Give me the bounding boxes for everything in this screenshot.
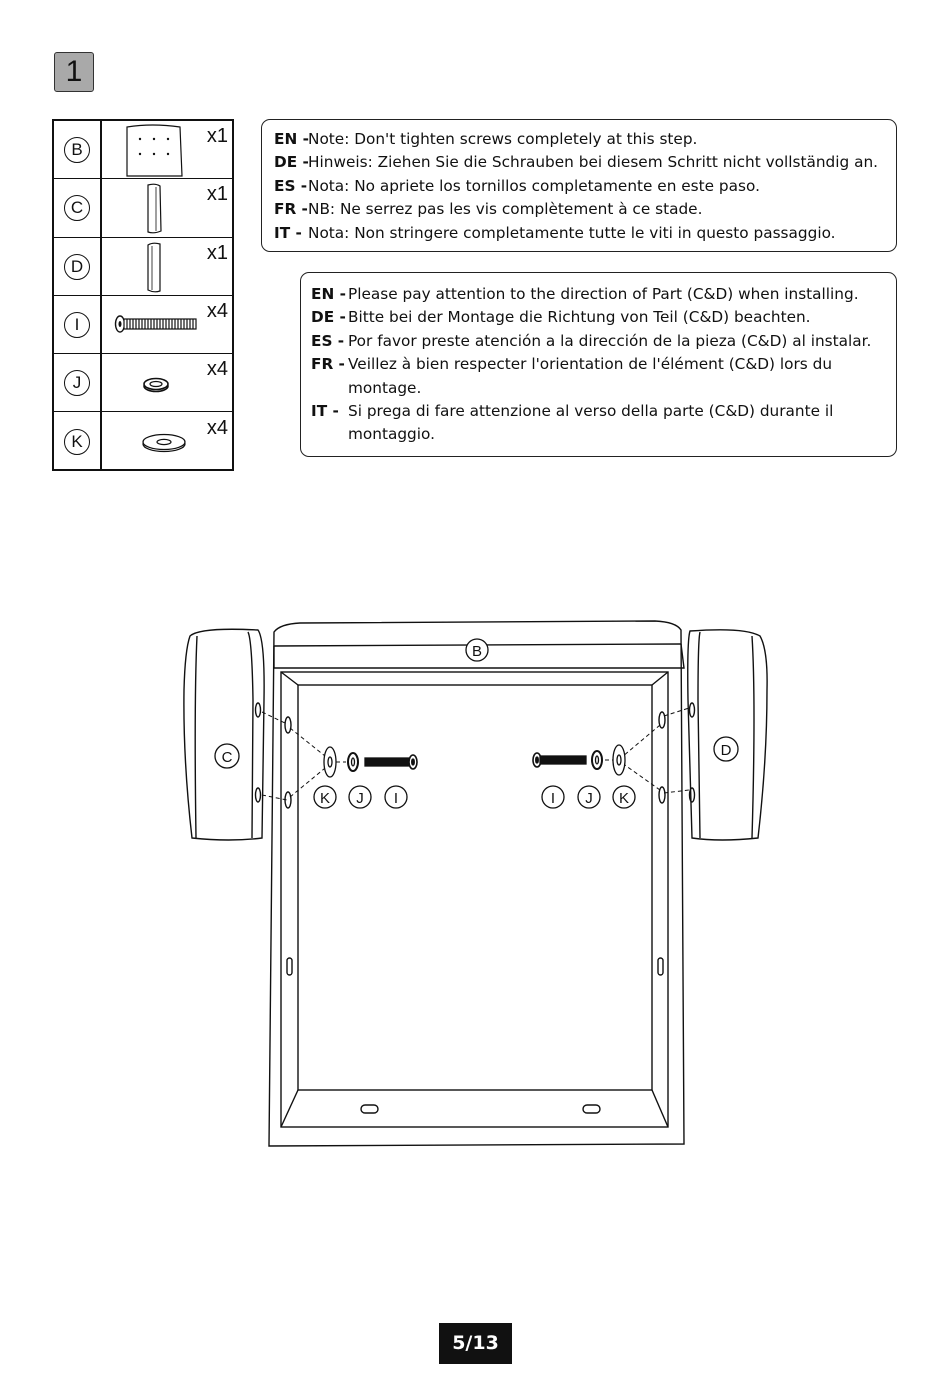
spring-washer-icon <box>143 377 169 393</box>
page-number: 5/13 <box>439 1323 512 1364</box>
label-right-armrest: D <box>721 742 732 759</box>
note-line-continuation: montaggio. <box>348 425 435 444</box>
parts-row: I x4 <box>54 296 232 355</box>
callout-right-armrest <box>713 736 739 762</box>
step-number-badge: 1 <box>54 52 94 92</box>
armrest-right <box>687 629 768 841</box>
part-letter: J <box>64 370 90 397</box>
note-line: ES -Por favor preste atención a la direc… <box>311 331 872 350</box>
parts-list: B x1 C x1 D x1 I x <box>52 119 234 471</box>
armrest-left <box>183 628 265 841</box>
callout-left-j <box>348 785 372 809</box>
note-part-direction: EN -Please pay attention to the directio… <box>300 272 897 457</box>
note-line: DE -Bitte bei der Montage die Richtung v… <box>311 308 811 327</box>
note-line: EN -Please pay attention to the directio… <box>311 285 859 303</box>
note-line: IT -Si prega di fare attenzione al verso… <box>311 402 834 421</box>
left-hardware <box>323 746 418 778</box>
part-quantity: x1 <box>206 183 228 206</box>
callout-left-armrest <box>214 743 240 769</box>
callout-right-i <box>541 785 565 809</box>
note-line: ES -Nota: No apriete los tornillos compl… <box>274 176 760 195</box>
note-line: FR -NB: Ne serrez pas les vis complèteme… <box>274 200 703 219</box>
alignment-guides <box>261 707 690 801</box>
label-left-armrest: C <box>222 749 233 766</box>
parts-row: D x1 <box>54 238 232 296</box>
part-quantity: x1 <box>206 125 228 147</box>
bolt-icon <box>114 315 197 333</box>
parts-row: K x4 <box>54 413 232 471</box>
label-left-k: K <box>320 790 330 807</box>
label-left-j: J <box>356 790 364 807</box>
part-letter: D <box>64 253 90 280</box>
note-line: IT -Nota: Non stringere completamente tu… <box>274 223 836 242</box>
part-quantity: x4 <box>206 416 228 439</box>
parts-row: B x1 <box>54 121 232 180</box>
note-tighten-screws: EN -Note: Don't tighten screws completel… <box>261 119 897 252</box>
label-left-i: I <box>394 790 398 807</box>
note-line-continuation: montage. <box>348 378 422 397</box>
callout-left-i <box>384 785 408 809</box>
part-quantity: x4 <box>206 299 228 322</box>
note-line: FR -Veillez à bien respecter l'orientati… <box>311 355 833 374</box>
part-letter: C <box>64 195 90 222</box>
label-back-panel: B <box>472 643 482 660</box>
part-quantity: x1 <box>206 241 228 264</box>
callout-left-k <box>313 785 337 809</box>
part-quantity: x4 <box>206 358 228 381</box>
part-letter: K <box>64 428 90 455</box>
callout-right-k <box>612 785 636 809</box>
callout-right-j <box>577 785 601 809</box>
label-right-k: K <box>619 790 629 807</box>
assembly-diagram: B C D K J I I J K <box>183 620 768 1147</box>
parts-row: C x1 <box>54 179 232 238</box>
right-hardware <box>532 744 626 776</box>
back-panel-icon <box>126 124 183 177</box>
parts-row: J x4 <box>54 354 232 413</box>
label-right-j: J <box>585 790 593 807</box>
part-letter: I <box>64 311 90 338</box>
part-letter: B <box>64 137 90 163</box>
armrest-right-icon <box>147 242 161 292</box>
armrest-left-icon <box>147 183 162 234</box>
back-panel <box>268 620 685 1147</box>
note-line: EN -Note: Don't tighten screws completel… <box>274 130 698 148</box>
flat-washer-icon <box>142 433 186 452</box>
label-right-i: I <box>551 790 555 807</box>
callout-back-panel <box>465 638 489 662</box>
note-line: DE -Hinweis: Ziehen Sie die Schrauben be… <box>274 153 879 172</box>
